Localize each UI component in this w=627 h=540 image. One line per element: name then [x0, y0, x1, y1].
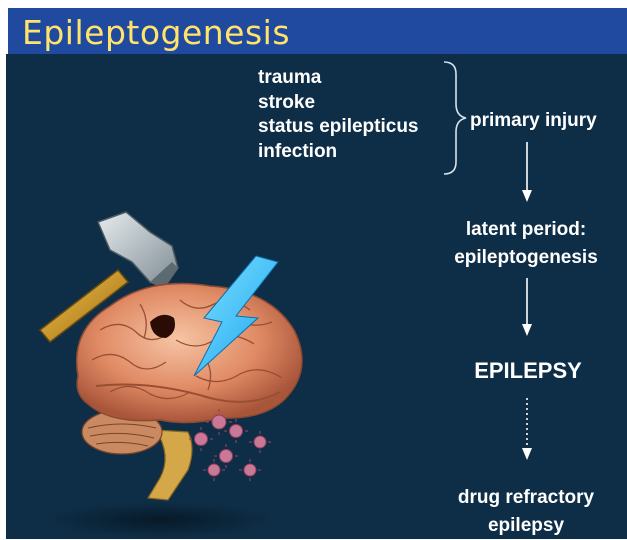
list-item: stroke — [258, 91, 419, 116]
latent-line-1: latent period: — [436, 216, 616, 244]
latent-line-2: epileptogenesis — [436, 244, 616, 272]
drug-refractory-label: drug refractory epilepsy — [436, 484, 616, 540]
brace-icon — [444, 62, 466, 174]
shadow — [45, 502, 275, 538]
refractory-line-1: drug refractory — [436, 484, 616, 512]
latent-period-label: latent period: epileptogenesis — [436, 216, 616, 272]
list-item: infection — [258, 140, 419, 165]
arrow-icon — [522, 278, 532, 336]
brain-icon — [77, 284, 302, 423]
list-item: status epilepticus — [258, 115, 419, 140]
list-item: trauma — [258, 66, 419, 91]
arrow-icon — [522, 142, 532, 202]
virus-icon — [195, 415, 267, 476]
cause-list: trauma stroke status epilepticus infecti… — [258, 66, 419, 164]
epilepsy-label: EPILEPSY — [458, 358, 598, 384]
refractory-line-2: epilepsy — [436, 512, 616, 540]
primary-injury-label: primary injury — [470, 110, 597, 132]
dotted-arrow-icon — [522, 398, 532, 460]
